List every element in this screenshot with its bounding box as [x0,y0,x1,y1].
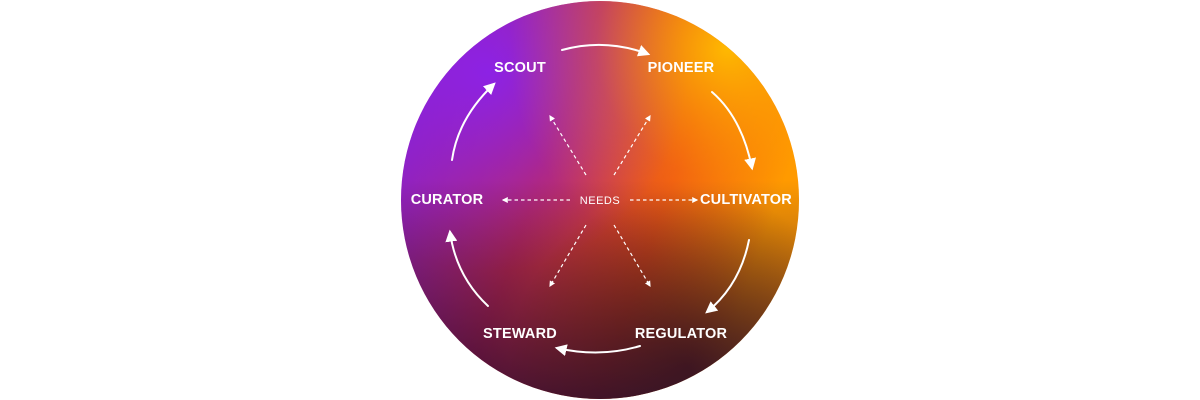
arrow-scout-to-pioneer [561,43,651,57]
needs-label: NEEDS [580,195,620,207]
needs-arrow-to-steward [549,224,587,288]
role-label-regulator: REGULATOR [635,326,728,342]
arrow-pioneer-to-cultivator [711,91,756,171]
role-label-scout: SCOUT [494,60,546,76]
gradient-disc [401,1,799,399]
arrow-regulator-to-steward [554,344,641,357]
role-label-pioneer: PIONEER [648,60,715,76]
needs-arrow-to-pioneer [613,114,651,176]
role-label-cultivator: CULTIVATOR [700,192,792,208]
needs-arrow-to-scout [549,114,587,176]
needs-arrow-to-regulator [613,224,651,288]
arrow-steward-to-curator [445,229,489,307]
role-label-curator: CURATOR [411,192,484,208]
arrow-curator-to-scout [451,82,496,161]
arrow-cultivator-to-regulator [705,239,750,314]
role-label-steward: STEWARD [483,326,557,342]
